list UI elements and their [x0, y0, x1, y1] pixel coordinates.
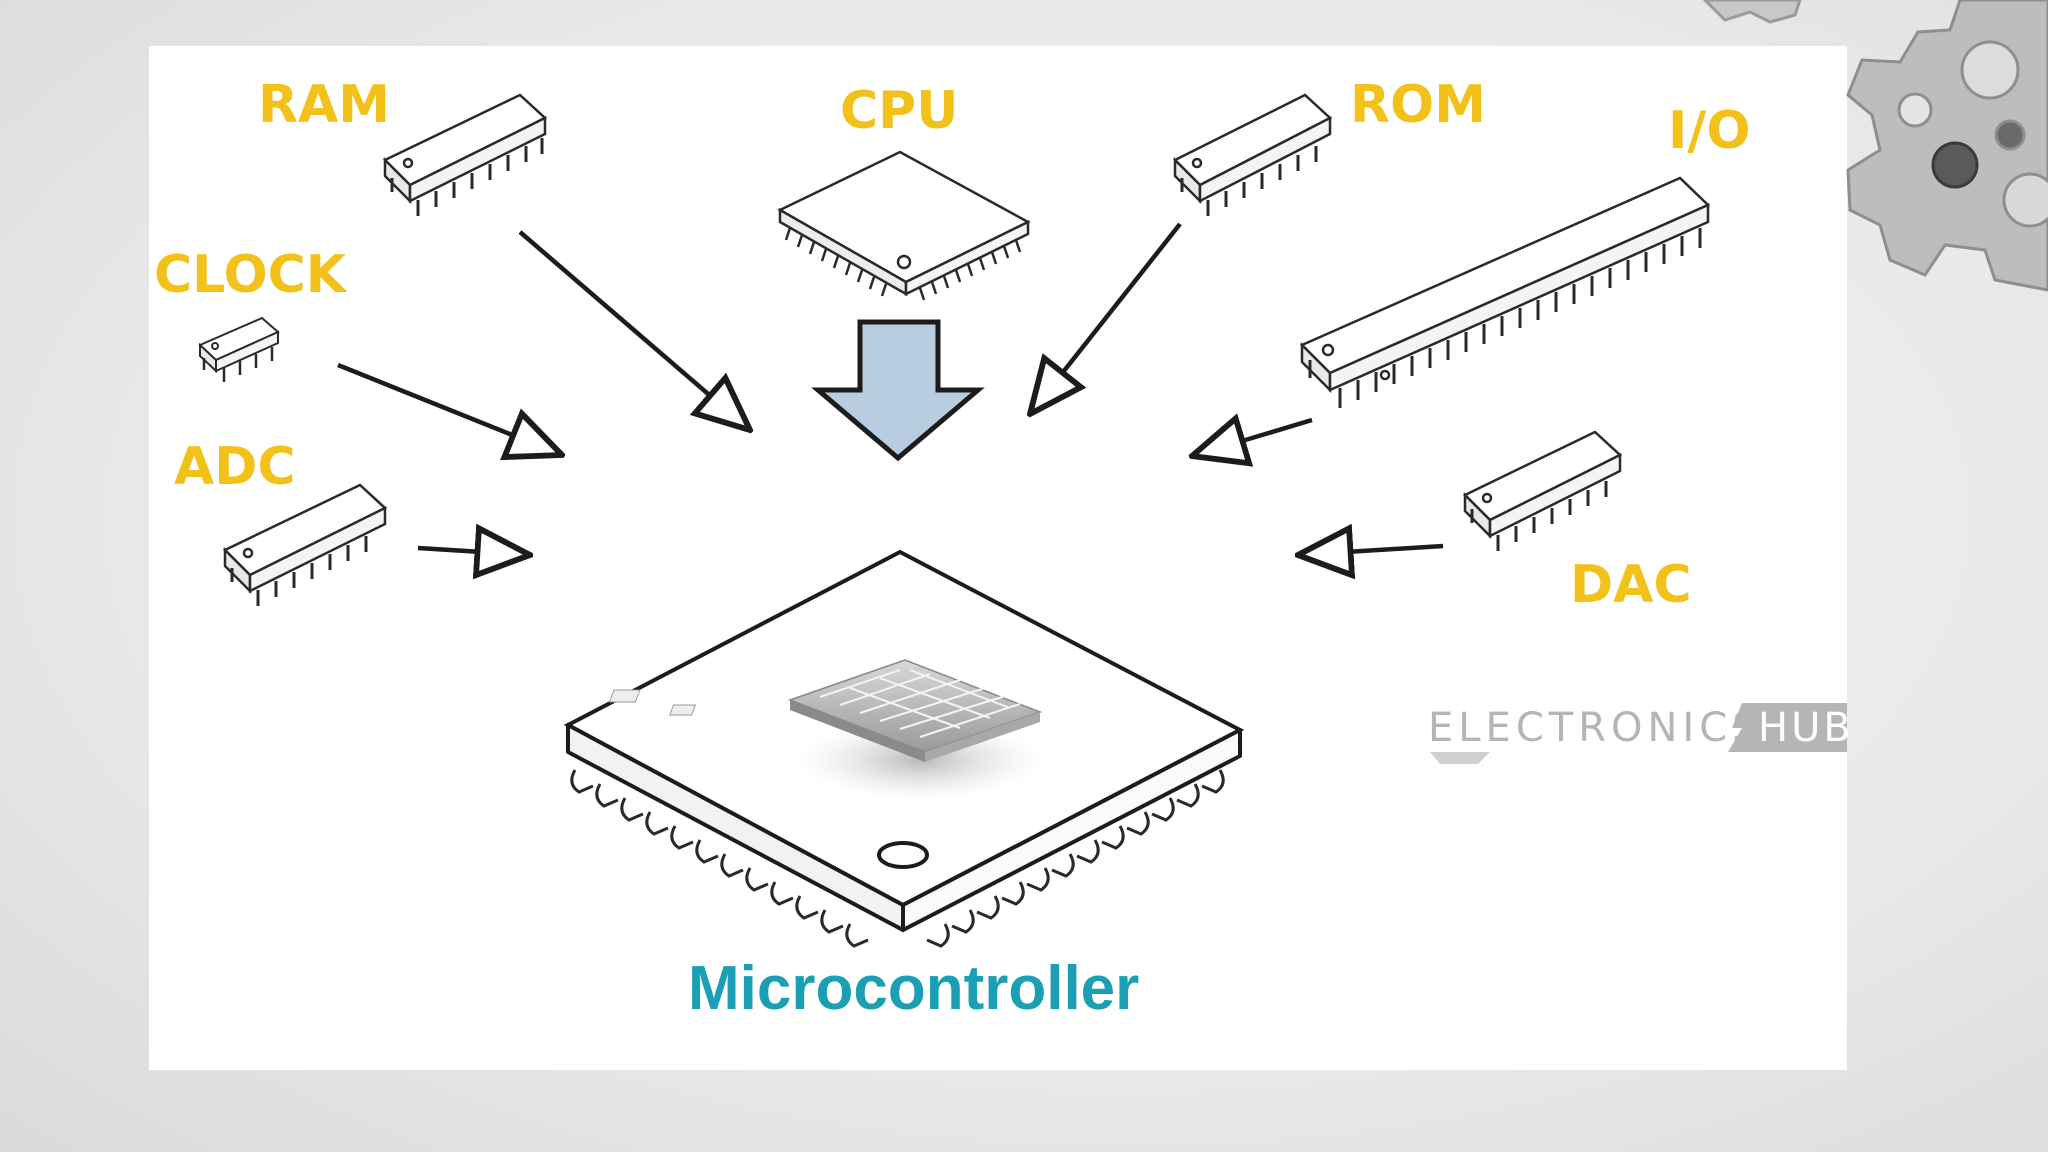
rom-chip-icon	[1172, 93, 1333, 216]
label-dac: DAC	[1570, 555, 1692, 615]
clock-chip-icon	[198, 316, 280, 382]
cpu-chip-icon	[777, 150, 1031, 301]
label-cpu: CPU	[840, 81, 959, 141]
dac-chip-icon	[1462, 430, 1623, 551]
brand-tag: HUB	[1758, 705, 1854, 751]
label-rom: ROM	[1350, 75, 1486, 135]
label-io: I/O	[1668, 101, 1751, 161]
brand-underline	[1430, 752, 1490, 764]
arrow-ram	[518, 230, 750, 430]
arrow-adc	[417, 548, 530, 555]
label-clock: CLOCK	[154, 245, 348, 305]
brand-text: ELECTRONICS	[1428, 705, 1763, 751]
microcontroller-label: Microcontroller	[688, 954, 1139, 1023]
brand-logo: ELECTRONICS HUB	[1428, 703, 1854, 764]
arrow-io	[1192, 420, 1313, 456]
gear-icon	[1702, 0, 1802, 24]
arrow-clock	[337, 362, 562, 455]
arrow-dac	[1298, 546, 1444, 555]
label-ram: RAM	[258, 75, 390, 135]
brand-tag-bg	[1728, 703, 1847, 752]
gear-icon	[1846, 0, 2048, 292]
adc-chip-icon	[222, 483, 388, 606]
ram-chip-icon	[382, 93, 548, 216]
label-adc: ADC	[174, 437, 296, 497]
die-icon	[608, 659, 1043, 762]
cpu-down-arrow-icon	[811, 319, 985, 462]
io-chip-icon	[1299, 176, 1711, 408]
microcontroller-chip-icon	[563, 549, 1245, 948]
arrow-rom	[1030, 222, 1182, 414]
